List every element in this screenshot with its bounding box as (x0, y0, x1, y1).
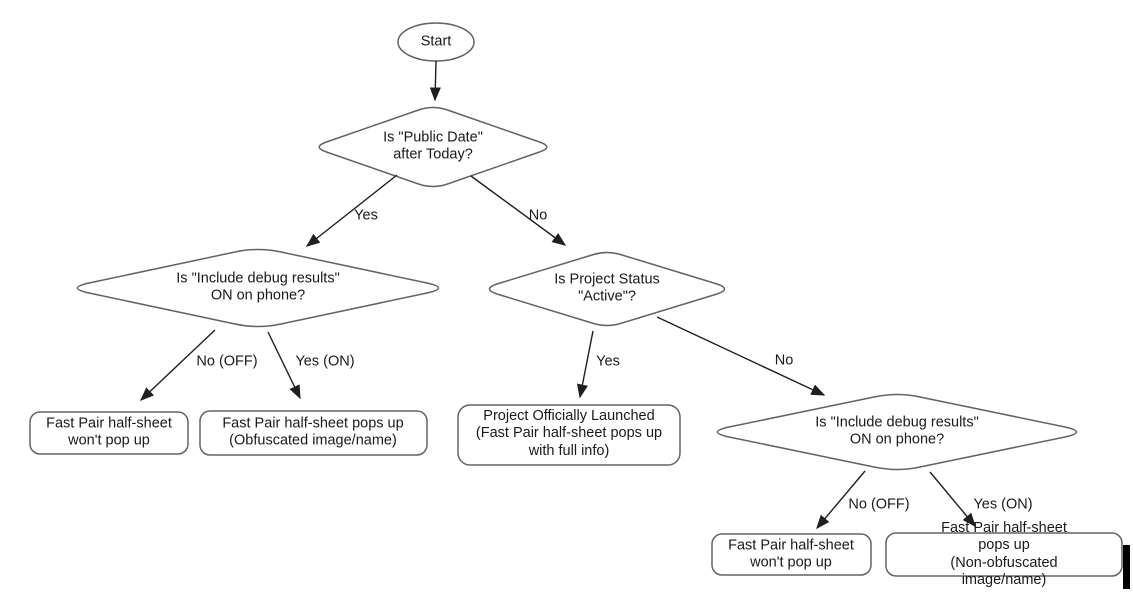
edge-debug-left-yes-arrow (267, 331, 301, 400)
result-official-launch (457, 404, 681, 466)
edge-debug-right-yes-arrow (929, 471, 976, 528)
edge-start-arrow (429, 60, 441, 102)
edge-label-public-date-yes: Yes (354, 207, 378, 224)
start-node-label: Start (420, 33, 452, 50)
result-official-launch-label: Project Officially Launched (Fast Pair h… (475, 407, 663, 459)
result-non-obfuscated-popup-label: Fast Pair half-sheet pops up (Non-obfusc… (941, 520, 1067, 589)
result-no-popup-right (711, 533, 872, 576)
edge-label-debug-right-no: No (OFF) (848, 496, 910, 513)
text-cursor (1123, 545, 1130, 589)
result-obfuscated-popup-label: Fast Pair half-sheet pops up (Obfuscated… (222, 415, 404, 449)
edge-debug-left-no-arrow (139, 329, 216, 401)
edge-status-no-arrow (656, 316, 826, 396)
edge-status-yes-arrow (576, 330, 594, 399)
edge-public-date-no-arrow (470, 175, 567, 246)
decision-project-status-label: Is Project Status "Active"? (554, 271, 660, 305)
decision-debug-phone-right (716, 393, 1078, 471)
decision-debug-phone-right-label: Is "Include debug results" ON on phone? (815, 414, 979, 448)
edge-public-date-yes-arrow (305, 174, 398, 247)
result-no-popup-right-label: Fast Pair half-sheet won't pop up (728, 537, 854, 571)
edge-label-debug-left-yes: Yes (ON) (295, 353, 355, 370)
edge-label-debug-left-no: No (OFF) (196, 353, 258, 370)
result-non-obfuscated-popup (885, 532, 1123, 577)
decision-debug-phone-left-label: Is "Include debug results" ON on phone? (176, 270, 340, 304)
decision-debug-phone-left (76, 248, 440, 328)
edge-label-status-yes: Yes (596, 353, 620, 370)
result-no-popup-left (29, 411, 189, 455)
decision-project-status (488, 251, 726, 327)
result-no-popup-left-label: Fast Pair half-sheet won't pop up (46, 415, 172, 449)
edge-label-debug-right-yes: Yes (ON) (973, 496, 1033, 513)
edge-label-public-date-no: No (528, 207, 548, 224)
edge-label-status-no: No (774, 352, 794, 369)
result-obfuscated-popup (199, 410, 428, 456)
edge-debug-right-no-arrow (816, 470, 866, 530)
decision-public-date (318, 106, 548, 188)
decision-public-date-label: Is "Public Date" after Today? (383, 129, 483, 163)
